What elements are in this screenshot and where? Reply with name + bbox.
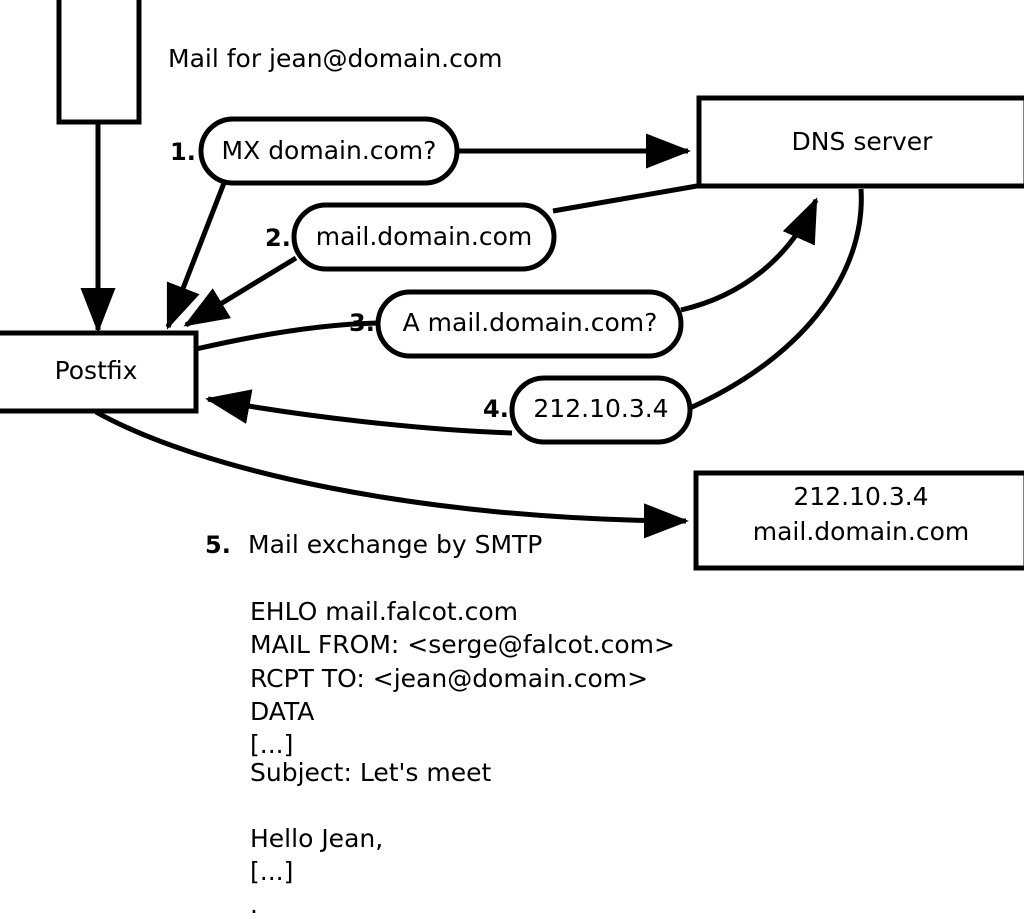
node-dns-server-label: DNS server	[792, 127, 934, 156]
smtp-line-3: DATA	[250, 697, 314, 726]
smtp-line-9: .	[250, 890, 258, 919]
edge-postfix-to-step3	[195, 320, 379, 352]
smtp-line-4: [...]	[250, 730, 293, 759]
step-4-label: 212.10.3.4	[533, 394, 668, 423]
edge-dns-to-step4	[688, 188, 864, 411]
step-1-pill	[198, 116, 460, 186]
step-5-label: Mail exchange by SMTP	[248, 530, 542, 559]
edge-postfix-to-mailserver	[94, 409, 689, 539]
step-3-label: A mail.domain.com?	[403, 308, 658, 337]
step-4-number: 4.	[483, 395, 509, 423]
node-mail-server-ip: 212.10.3.4	[793, 482, 928, 511]
node-postfix	[0, 330, 199, 414]
edge-dns-to-step2	[552, 183, 698, 214]
smtp-line-7: Hello Jean,	[250, 824, 383, 853]
step-1-number: 1.	[170, 138, 196, 166]
step-3-pill	[375, 289, 684, 359]
step-2-pill	[291, 202, 557, 272]
step-1-label: MX domain.com?	[222, 136, 437, 165]
smtp-line-1: MAIL FROM: <serge@falcot.com>	[250, 630, 675, 659]
edge-step2-to-postfix	[183, 255, 298, 328]
step-2-number: 2.	[265, 224, 291, 252]
smtp-line-2: RCPT TO: <jean@domain.com>	[250, 664, 648, 693]
smtp-line-0: EHLO mail.falcot.com	[250, 597, 518, 626]
step-4-pill	[509, 375, 693, 445]
edge-step1-to-postfix	[165, 182, 227, 330]
node-mail-server	[693, 470, 1024, 571]
smtp-line-5: Subject: Let's meet	[250, 758, 491, 787]
step-2-label: mail.domain.com	[316, 222, 532, 251]
edge-step4-to-postfix	[205, 389, 513, 436]
step-5-number: 5.	[205, 531, 231, 559]
edge-step3-to-dns	[680, 197, 819, 313]
mail-for-note: Mail for jean@domain.com	[168, 44, 503, 73]
node-dns-server	[696, 95, 1024, 189]
step-3-number: 3.	[349, 309, 375, 337]
smtp-line-8: [...]	[250, 857, 293, 886]
node-mail-server-host: mail.domain.com	[753, 517, 969, 546]
node-mail-client	[56, 0, 142, 125]
node-postfix-label: Postfix	[55, 356, 138, 385]
